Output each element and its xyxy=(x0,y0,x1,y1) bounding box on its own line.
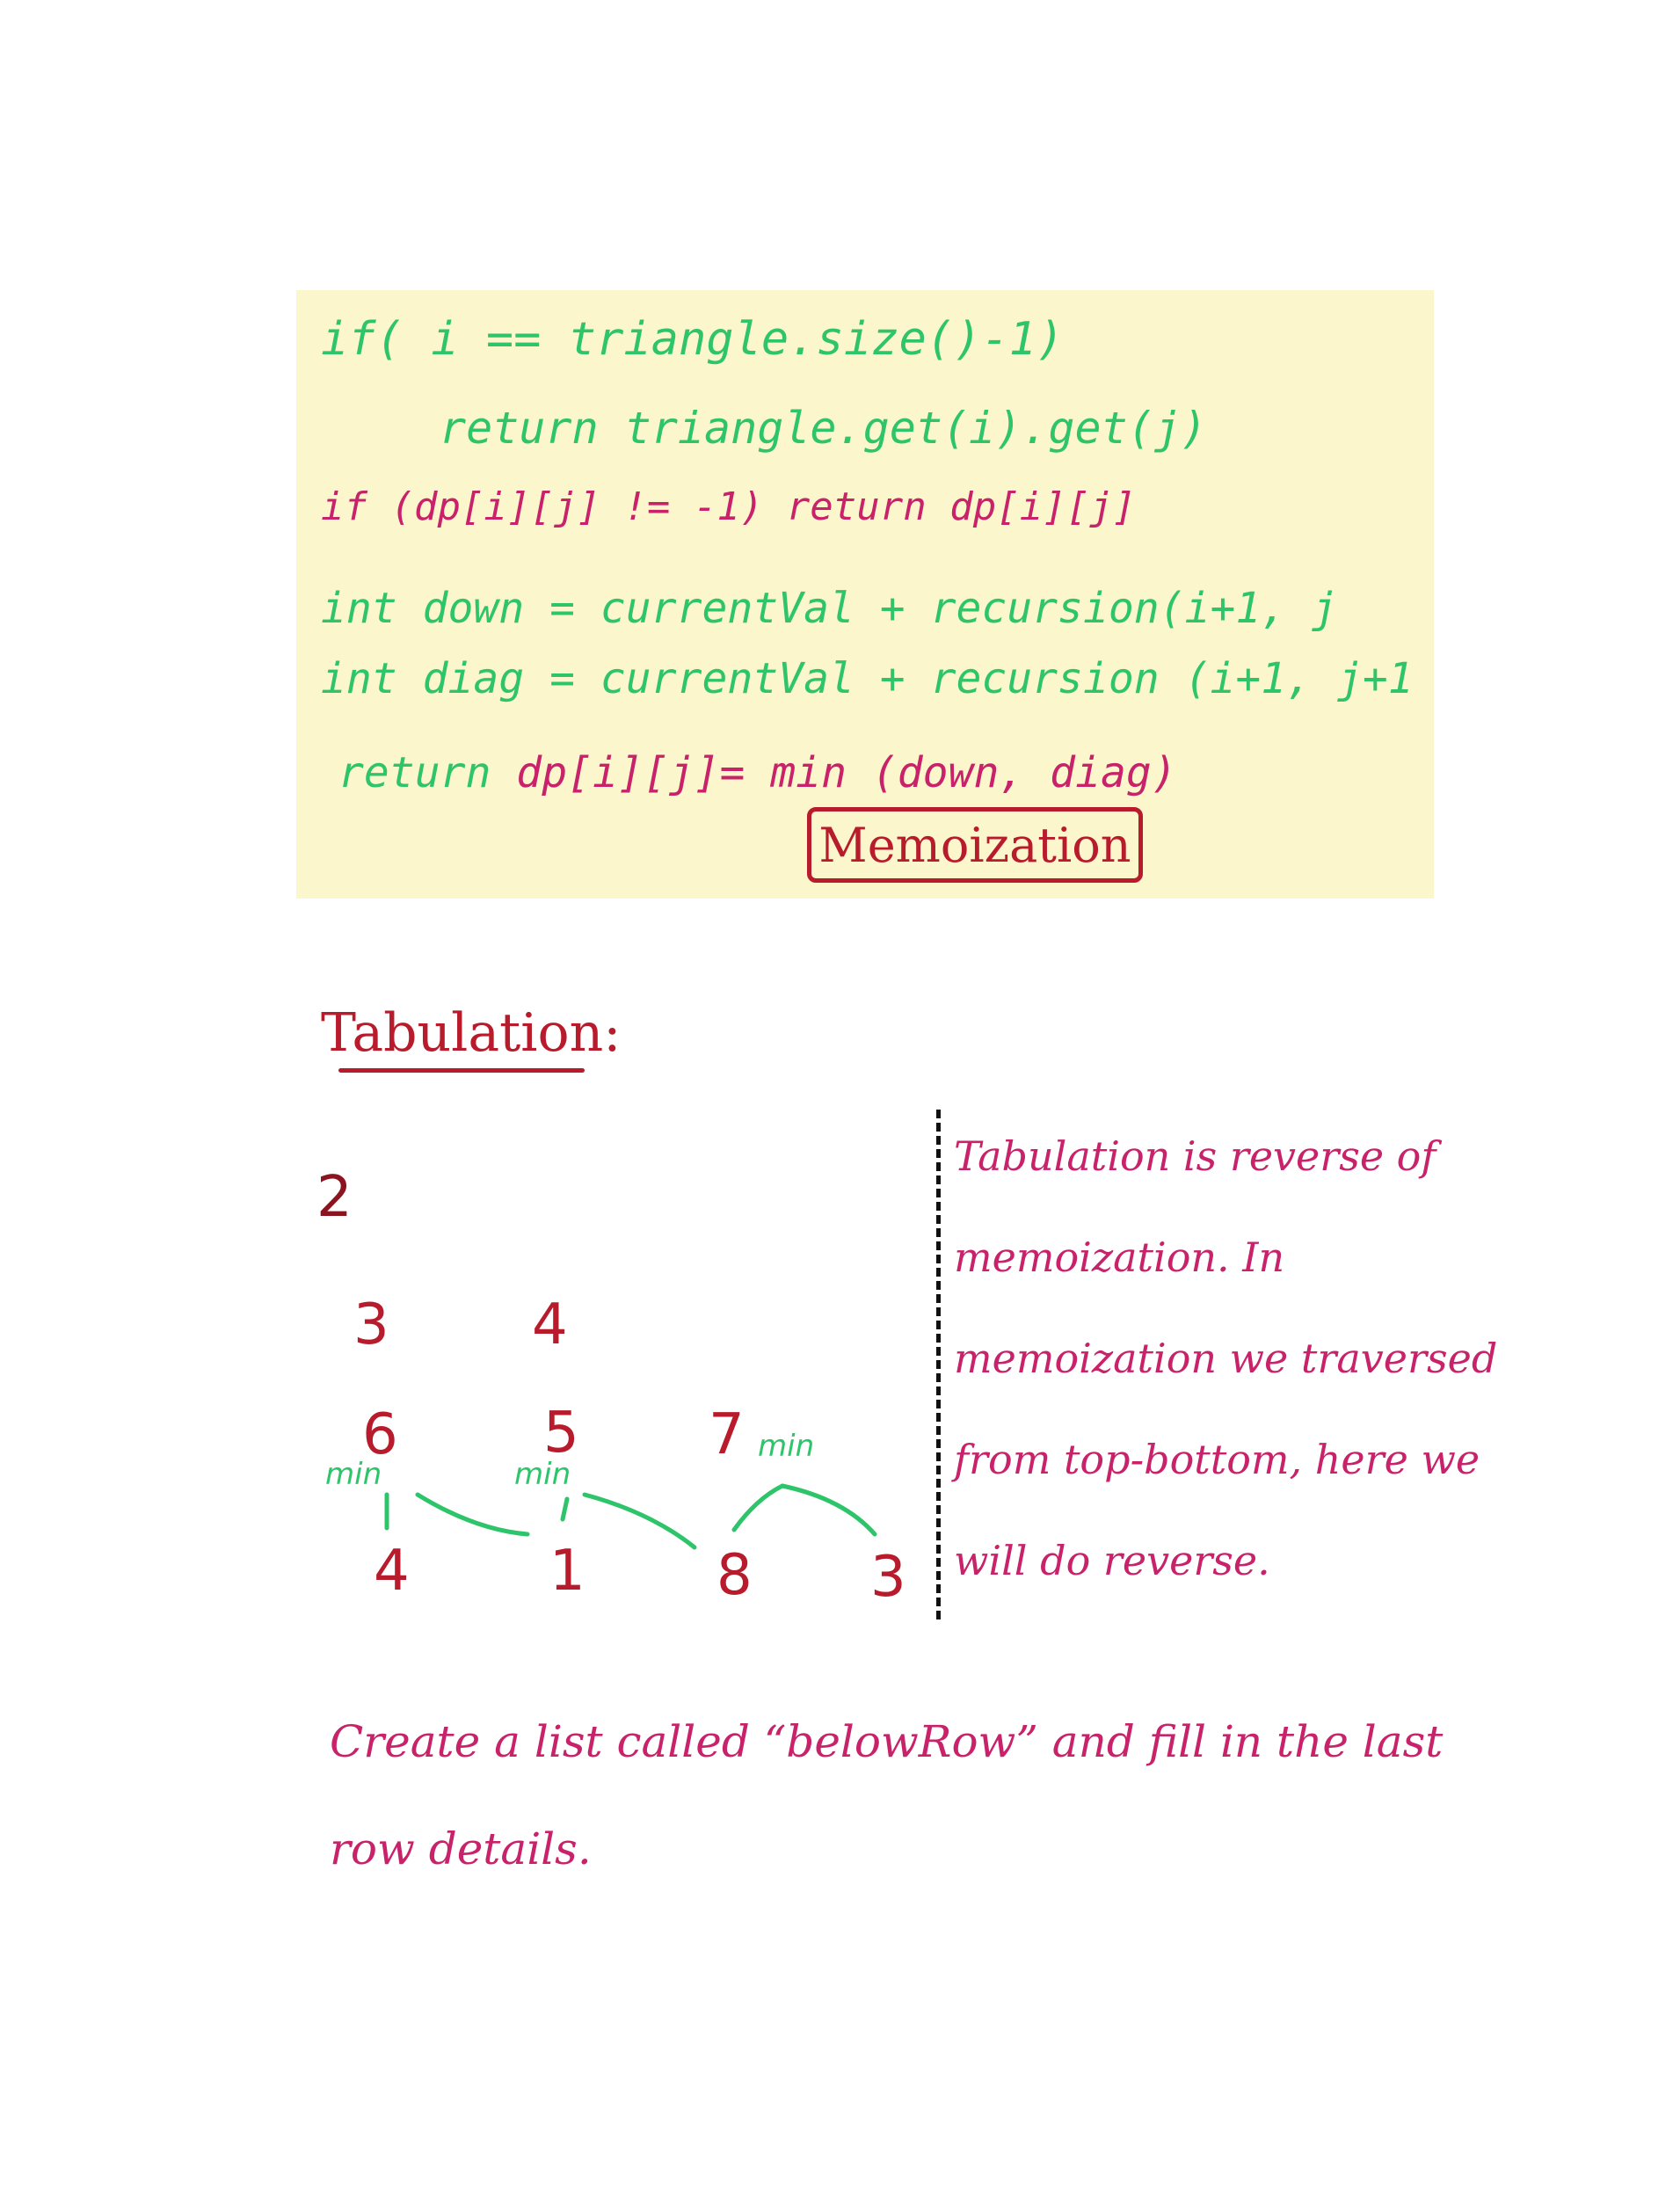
code-line-dp-check: if (dp[i][j] != -1) return dp[i][j] xyxy=(321,484,1137,529)
triangle-r4-c1: 4 xyxy=(374,1539,410,1604)
min-label-2: min xyxy=(514,1457,571,1492)
tabulation-heading: Tabulation: xyxy=(321,1002,622,1064)
code-line-diag: int diag = currentVal + recursion (i+1, … xyxy=(321,654,1414,703)
connector-7-to-8 xyxy=(731,1483,785,1532)
tabulation-side-note: Tabulation is reverse of memoization. In… xyxy=(954,1132,1498,1584)
triangle-r2-c2: 4 xyxy=(532,1292,568,1357)
heading-underline xyxy=(338,1068,585,1073)
triangle-r3-c2: 5 xyxy=(543,1401,579,1466)
connector-6-to-1 xyxy=(415,1492,530,1537)
triangle-r4-c3: 8 xyxy=(716,1543,753,1608)
code-line-base-case: if( i == triangle.size()-1) xyxy=(321,313,1065,366)
vertical-divider xyxy=(936,1110,941,1619)
connector-7-to-3 xyxy=(780,1483,877,1537)
min-label-1: min xyxy=(325,1457,382,1492)
min-label-3: min xyxy=(758,1429,815,1464)
memoization-note xyxy=(296,290,1434,899)
triangle-r4-c4: 3 xyxy=(870,1545,906,1610)
triangle-r3-c3: 7 xyxy=(709,1402,745,1467)
connector-5-to-1 xyxy=(560,1496,570,1522)
belowrow-instruction: Create a list called “belowRow” and fill… xyxy=(330,1716,1444,1874)
code-line-return-value: return triangle.get(i).get(j) xyxy=(440,403,1207,454)
memoization-badge: Memoization xyxy=(807,807,1143,883)
return-expression: dp[i][j]= min (down, diag) xyxy=(516,748,1177,797)
triangle-r3-c1: 6 xyxy=(362,1402,398,1467)
triangle-r1-c1: 2 xyxy=(316,1165,353,1230)
triangle-r2-c1: 3 xyxy=(353,1292,389,1357)
connector-5-to-8 xyxy=(582,1492,697,1550)
code-line-return-min: return dp[i][j]= min (down, diag) xyxy=(338,752,1177,794)
triangle-r4-c2: 1 xyxy=(549,1539,585,1604)
code-line-down: int down = currentVal + recursion(i+1, j xyxy=(321,584,1337,633)
return-keyword: return xyxy=(338,748,491,797)
